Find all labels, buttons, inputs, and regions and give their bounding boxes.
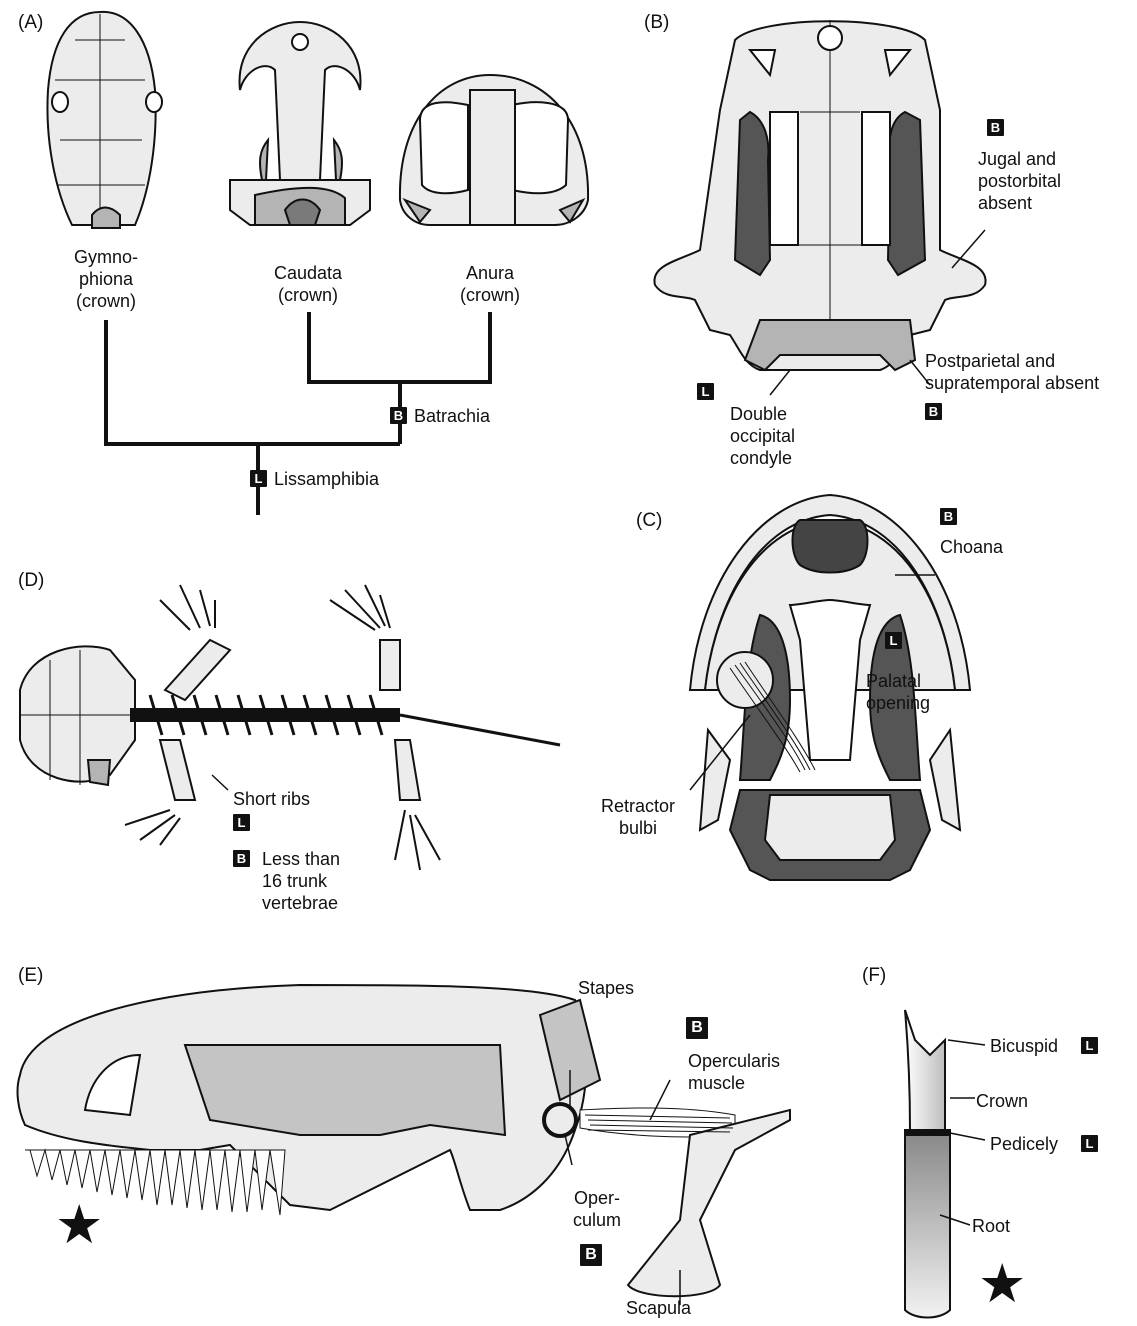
star-icon: ★	[55, 1198, 103, 1252]
crown-label: Crown	[976, 1090, 1028, 1112]
operculum-label: Oper- culum	[552, 1187, 642, 1231]
condyle-label: Double occipital condyle	[730, 403, 795, 469]
opercularis-label: Opercularis muscle	[688, 1050, 780, 1094]
lissamphibia-badge: L	[250, 470, 267, 487]
retractor-label: Retractor bulbi	[588, 795, 688, 839]
jugal-badge: B	[987, 119, 1004, 136]
opercularis-badge: B	[686, 1017, 708, 1039]
batrachia-badge: B	[390, 407, 407, 424]
ribs-badge: L	[233, 814, 250, 831]
pedicely-badge: L	[1081, 1135, 1098, 1152]
pedicely-label: Pedicely	[990, 1133, 1058, 1155]
taxon-caudata: Caudata (crown)	[258, 262, 358, 306]
panel-f-tooth	[905, 1010, 950, 1318]
node-batrachia: Batrachia	[414, 405, 490, 427]
node-lissamphibia: Lissamphibia	[274, 468, 379, 490]
panel-b-skull	[654, 20, 985, 370]
bicuspid-label: Bicuspid	[990, 1035, 1058, 1057]
choana-label: Choana	[940, 536, 1003, 558]
panel-label-d: (D)	[18, 570, 44, 592]
caudata-skull	[230, 22, 370, 225]
bicuspid-badge: L	[1081, 1037, 1098, 1054]
taxon-anura: Anura (crown)	[440, 262, 540, 306]
root-label: Root	[972, 1215, 1010, 1237]
panel-label-f: (F)	[862, 965, 886, 987]
palatal-badge: L	[885, 632, 902, 649]
scapula-label: Scapula	[626, 1297, 691, 1319]
gymnophiona-skull	[47, 12, 162, 228]
panel-label-c: (C)	[636, 510, 662, 532]
choana-badge: B	[940, 508, 957, 525]
star-icon: ★	[978, 1257, 1026, 1311]
panel-label-e: (E)	[18, 965, 43, 987]
vertebrae-badge: B	[233, 850, 250, 867]
stapes-label: Stapes	[578, 977, 634, 999]
jugal-label: Jugal and postorbital absent	[978, 148, 1061, 214]
condyle-badge: L	[697, 383, 714, 400]
postparietal-label: Postparietal and supratemporal absent	[925, 350, 1099, 394]
panel-e-skull	[18, 985, 790, 1296]
vertebrae-label: Less than 16 trunk vertebrae	[262, 848, 340, 914]
panel-label-b: (B)	[644, 12, 669, 34]
palatal-label: Palatal opening	[866, 670, 930, 714]
postparietal-badge: B	[925, 403, 942, 420]
anura-skull	[400, 75, 588, 225]
vertebral-column	[130, 695, 560, 745]
ribs-label: Short ribs	[233, 788, 310, 810]
panel-label-a: (A)	[18, 12, 43, 34]
operculum-badge: B	[580, 1244, 602, 1266]
panel-d-skull	[20, 646, 135, 785]
panel-d-limbs	[125, 585, 440, 870]
taxon-gymnophiona: Gymno- phiona (crown)	[56, 246, 156, 312]
